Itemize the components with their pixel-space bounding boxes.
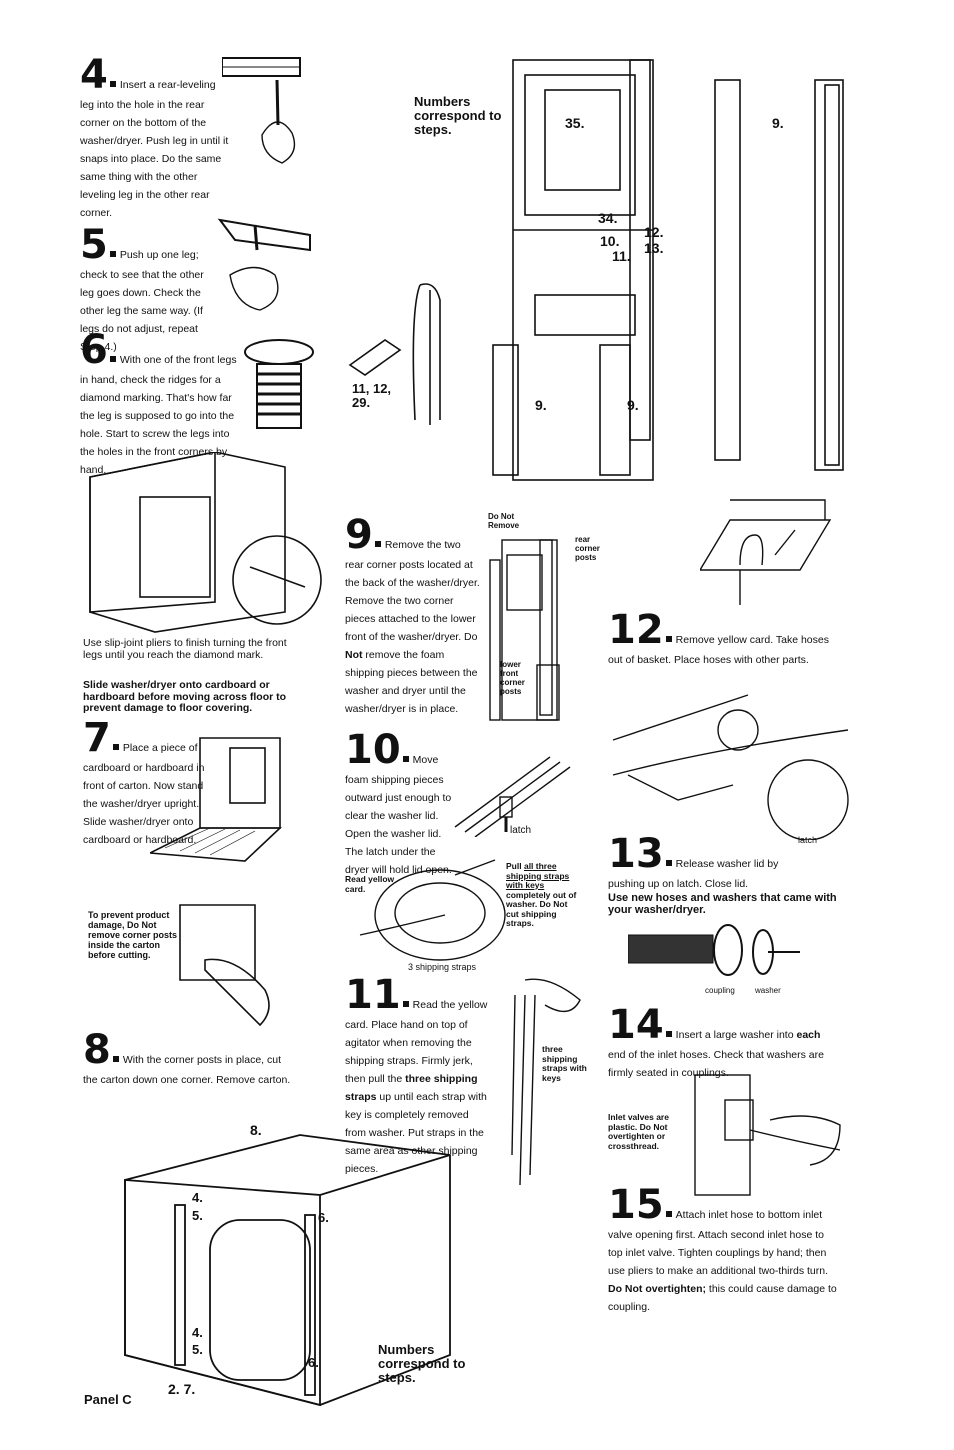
step-number: 13 — [608, 831, 664, 877]
bottom-label-8: 8. — [250, 1122, 262, 1138]
label-11: 11. — [612, 248, 631, 264]
step-text: Insert a large washer into each end of t… — [608, 1029, 824, 1079]
step-number: 9 — [345, 512, 373, 558]
bottom-label-4-top: 4. — [192, 1190, 203, 1205]
upright-carton-illustration — [150, 733, 285, 863]
label-35: 35. — [565, 115, 585, 131]
step-number: 6 — [80, 327, 108, 373]
do-not-remove-label: Do Not Remove — [488, 512, 520, 530]
label-9-top-right: 9. — [772, 115, 784, 131]
coupling-label: coupling — [705, 986, 735, 995]
leg-insert-illustration — [222, 55, 310, 165]
label-9-right-post: 9. — [627, 397, 639, 413]
pliers-note: Use slip-joint pliers to finish turning … — [83, 637, 287, 661]
step-text: Read the yellow card. Place hand on top … — [345, 999, 488, 1175]
step-number: 4 — [80, 52, 108, 98]
step-text: Attach inlet hose to bottom inlet valve … — [608, 1209, 837, 1313]
step-text: Push up one leg; check to see that the o… — [80, 249, 204, 353]
coupling-washer-illustration — [628, 920, 803, 985]
step-number: 8 — [83, 1027, 111, 1073]
shipping-strap-illustration — [345, 280, 465, 450]
leg-push-illustration — [215, 215, 315, 315]
bottom-label-6-top: 6. — [318, 1210, 329, 1225]
slide-warning: Slide washer/dryer onto cardboard or har… — [83, 679, 287, 714]
numbers-correspond-note-bottom: Numbers correspond to steps. — [378, 1342, 466, 1385]
label-strap-steps: 11, 12, 29. — [352, 382, 412, 410]
prevent-damage-note: To prevent product damage, Do Not remove… — [88, 910, 178, 960]
carton-cutaway-illustration — [110, 1125, 455, 1410]
three-straps-label: three shipping straps with keys — [542, 1044, 587, 1083]
latch-label-2: latch — [798, 835, 818, 845]
hanging-straps-illustration — [490, 975, 585, 1195]
bottom-label-4-bottom: 4. — [192, 1325, 203, 1340]
lower-posts-label: lower front corner posts — [500, 660, 525, 696]
step-text: Remove yellow card. Take hoses out of ba… — [608, 634, 829, 666]
step-number: 14 — [608, 1002, 664, 1048]
bottom-label-2-7: 2. 7. — [168, 1381, 196, 1397]
bottom-label-5-top: 5. — [192, 1208, 203, 1223]
inlet-valves-note: Inlet valves are plastic. Do Not overtig… — [608, 1112, 669, 1151]
step-number: 10 — [345, 727, 401, 773]
new-hoses-note: Use new hoses and washers that came with… — [608, 892, 837, 916]
read-yellow-label: Read yellow card. — [345, 874, 395, 894]
latch-label-1: latch — [510, 825, 532, 836]
label-34: 34. — [598, 210, 618, 226]
strap-steps-text: 11, 12, 29. — [352, 381, 392, 410]
washer-label: washer — [755, 986, 781, 995]
rear-posts-label: rear corner posts — [575, 535, 600, 562]
leveling-leg-illustration — [243, 338, 315, 430]
step-number: 15 — [608, 1182, 664, 1228]
carton-pliers-illustration — [85, 452, 325, 642]
step-number: 7 — [83, 715, 111, 761]
step-text: Move foam shipping pieces outward just e… — [345, 754, 452, 876]
hoses-in-basket-illustration — [700, 495, 835, 605]
label-12: 12. — [644, 224, 664, 240]
step-text: Release washer lid by pushing up on latc… — [608, 858, 779, 890]
shipping-straps-illustration — [345, 855, 510, 970]
step-text: Place a piece of cardboard or hardboard … — [83, 742, 205, 846]
cut-carton-illustration — [175, 900, 285, 1030]
step-text: Insert a rear-leveling leg into the hole… — [80, 79, 229, 219]
step-text: Remove the two rear corner posts located… — [345, 539, 480, 715]
step-text: With one of the front legs in hand, chec… — [80, 354, 237, 476]
bottom-label-6-bottom: 6. — [308, 1355, 319, 1370]
three-straps-count: 3 shipping straps — [408, 962, 477, 972]
release-latch-illustration — [608, 690, 853, 840]
numbers-correspond-note: Numbers correspond to steps. — [414, 94, 502, 137]
step-text: With the corner posts in place, cut the … — [83, 1054, 291, 1086]
washer-dryer-exploded-illustration — [485, 55, 860, 485]
label-13: 13. — [644, 240, 664, 256]
step-number: 5 — [80, 222, 108, 268]
step-number: 12 — [608, 607, 664, 653]
corner-posts-illustration — [482, 535, 577, 725]
step-number: 11 — [345, 972, 401, 1018]
bottom-label-5-bottom: 5. — [192, 1342, 203, 1357]
label-10: 10. — [600, 233, 620, 249]
inlet-hose-illustration — [690, 1070, 845, 1200]
pull-straps-instruction: Pull all three shipping straps with keys… — [506, 861, 577, 928]
label-9-left-post: 9. — [535, 397, 547, 413]
latch-illustration — [450, 752, 580, 837]
panel-label: Panel C — [84, 1392, 132, 1407]
